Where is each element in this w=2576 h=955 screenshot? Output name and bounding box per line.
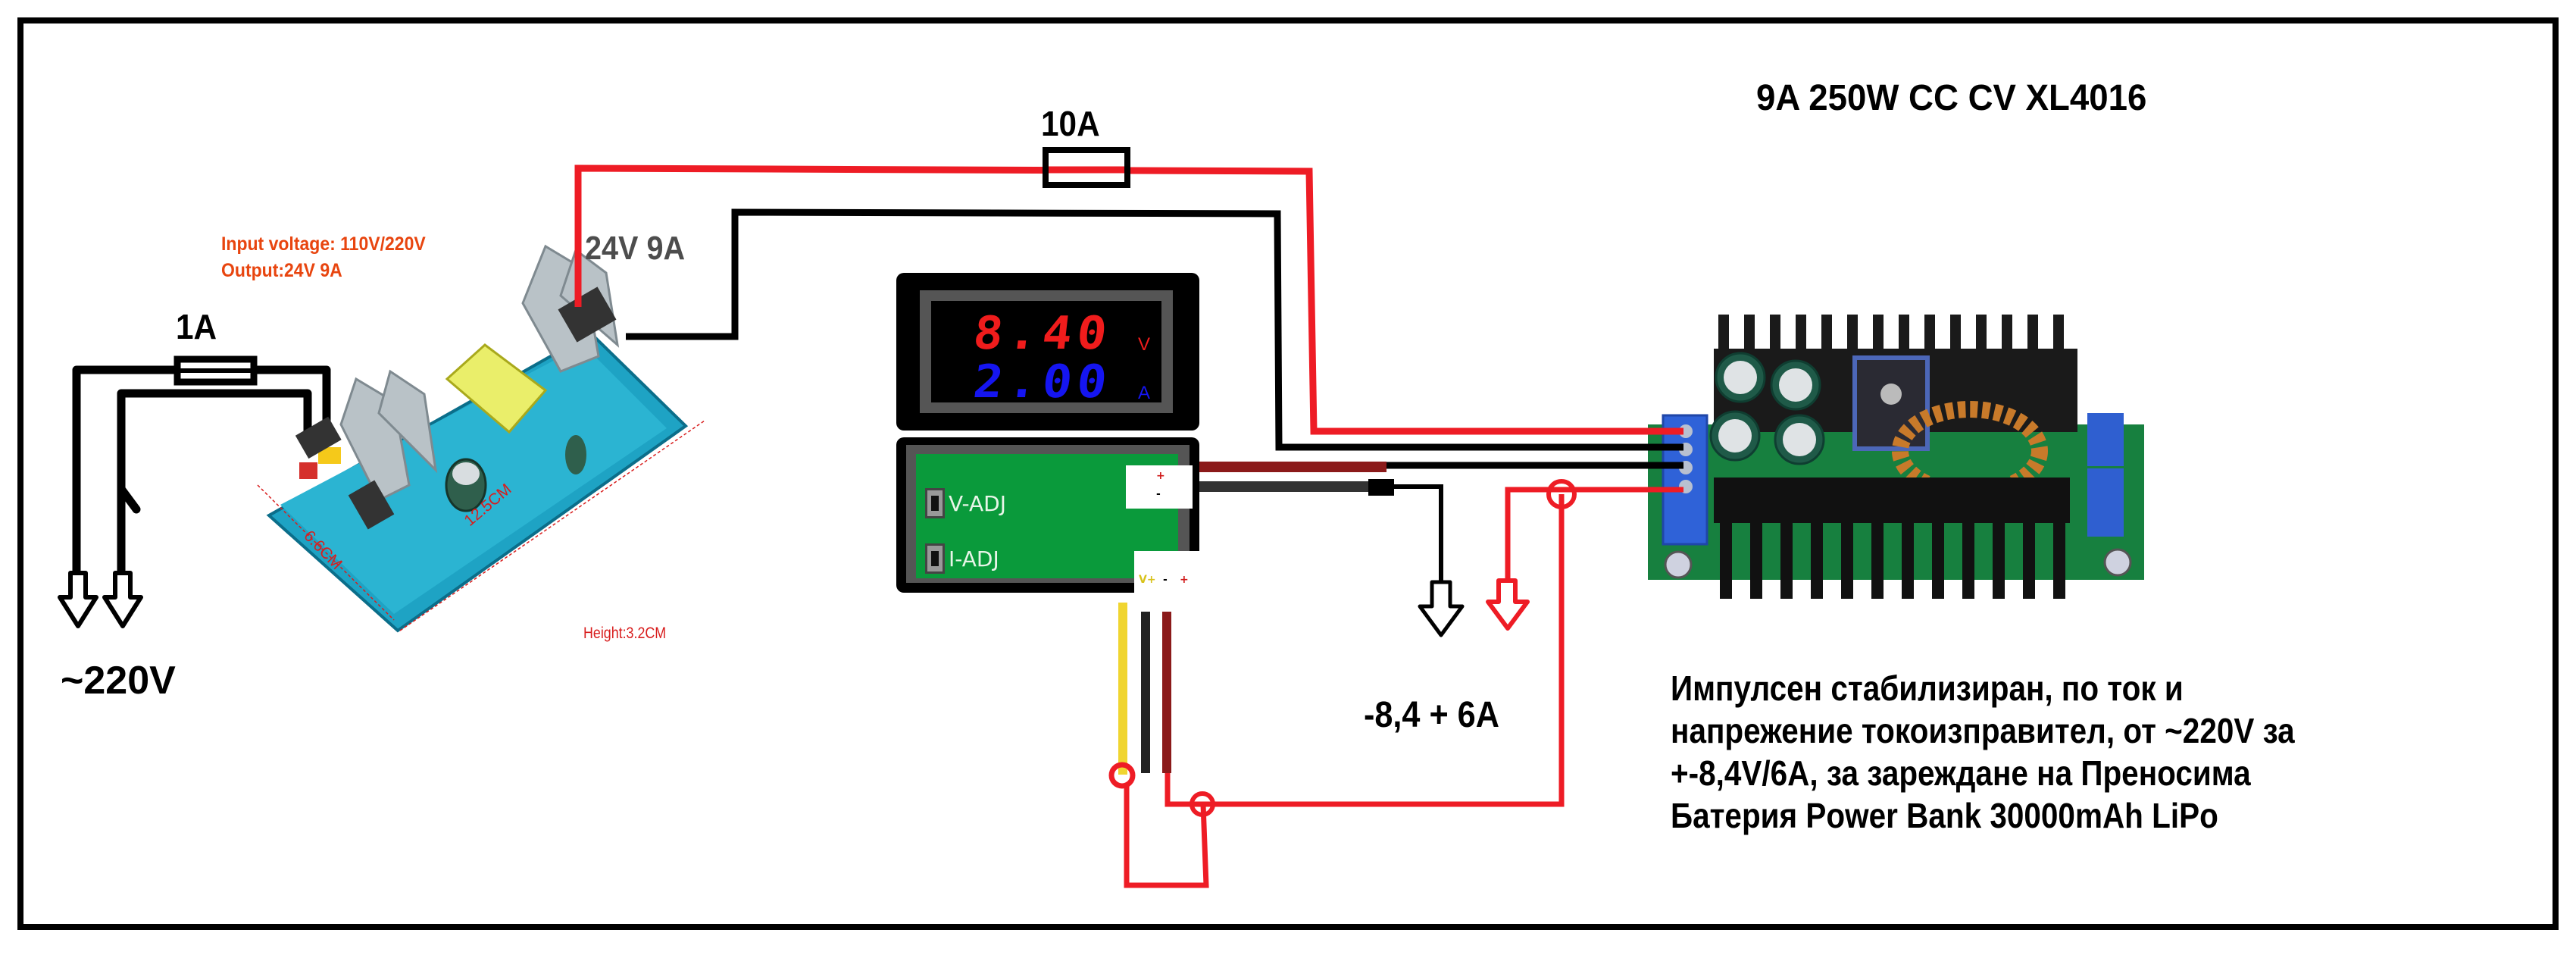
diagram-border xyxy=(17,17,2559,930)
meter-pcb: V-ADJ I-ADJ + - V+ - + xyxy=(916,454,1199,612)
meter-bezel: 8.40 V 2.00 A xyxy=(920,290,1173,413)
description-line: напрежение токоизправител, от ~220V за xyxy=(1671,711,2295,750)
junction-yellow xyxy=(1108,762,1136,789)
mains-voltage-label: ~220V xyxy=(61,659,176,703)
psu-spec-output: Output:24V 9A xyxy=(221,260,342,281)
transformer-icon xyxy=(445,343,548,434)
i-adj-potentiometer[interactable] xyxy=(925,543,945,574)
volt-amp-meter-display: 8.40 V 2.00 A xyxy=(896,273,1199,431)
psu-board: 6.6CM 12.5CM xyxy=(257,244,705,633)
description-line: Батерия Power Bank 30000mAh LiPo xyxy=(1671,796,2218,835)
v-adj-potentiometer[interactable] xyxy=(925,488,945,518)
pin-label: + xyxy=(1156,470,1165,482)
output-positive-arrow-icon xyxy=(1486,578,1530,631)
meter-power-connector: V+ - + xyxy=(1134,551,1199,612)
mains-wire-neutral xyxy=(117,389,312,577)
meter-screen: 8.40 V 2.00 A xyxy=(931,301,1161,409)
buck-pot-cv[interactable] xyxy=(2087,413,2124,466)
voltage-reading: 8.40 xyxy=(971,307,1114,360)
meter-shunt-connector: + - xyxy=(1126,465,1193,509)
description-line: Импулсен стабилизиран, по ток и xyxy=(1671,668,2184,708)
pin-label: - xyxy=(1163,574,1168,586)
psu-spec-text: Input voltage: 110V/220V Output:24V 9A xyxy=(221,231,426,284)
wire-24v-positive xyxy=(574,164,1686,435)
buck-pot-cc[interactable] xyxy=(2087,468,2124,537)
pin-label: + xyxy=(1180,574,1189,586)
pin-label: V+ xyxy=(1139,574,1156,586)
volt-amp-meter-back: V-ADJ I-ADJ + - V+ - + xyxy=(896,437,1199,612)
voltage-unit: V xyxy=(1138,334,1151,355)
fuse-10a-label: 10A xyxy=(1041,104,1100,143)
meter-back-frame: V-ADJ I-ADJ + - V+ - + xyxy=(906,445,1199,612)
output-label: -8,4 + 6A xyxy=(1364,695,1499,735)
wire-24v-negative xyxy=(626,208,1686,451)
mains-wire-live xyxy=(72,365,331,579)
i-adj-label: I-ADJ xyxy=(949,546,999,571)
description-line: +-8,4V/6A, за зареждане на Преносима xyxy=(1671,753,2251,793)
mains-arrow-right-icon xyxy=(102,571,143,628)
fuse-1a-label: 1A xyxy=(176,307,217,346)
pin-label: - xyxy=(1156,488,1161,500)
psu-spec-input: Input voltage: 110V/220V xyxy=(221,233,426,255)
switch-icon xyxy=(117,484,141,514)
description: Импулсен стабилизиран, по ток и напрежен… xyxy=(1671,667,2295,837)
psu-height-label: Height:3.2CM xyxy=(583,625,667,642)
v-adj-label: V-ADJ xyxy=(949,491,1006,516)
psu-output-label: 24V 9A xyxy=(585,230,686,267)
mains-arrow-left-icon xyxy=(58,571,98,628)
wire-load-negative xyxy=(1393,484,1443,584)
module-title: 9A 250W CC CV XL4016 xyxy=(1756,78,2147,118)
current-reading: 2.00 xyxy=(971,355,1114,409)
wire-meter-supply xyxy=(1124,786,1209,888)
output-negative-arrow-icon xyxy=(1418,580,1465,637)
buck-converter xyxy=(1648,315,2144,599)
mains-wiring xyxy=(72,365,331,581)
current-unit: A xyxy=(1138,383,1151,403)
wire-load-positive xyxy=(1505,487,1686,581)
wire-sense-positive xyxy=(1165,494,1565,807)
